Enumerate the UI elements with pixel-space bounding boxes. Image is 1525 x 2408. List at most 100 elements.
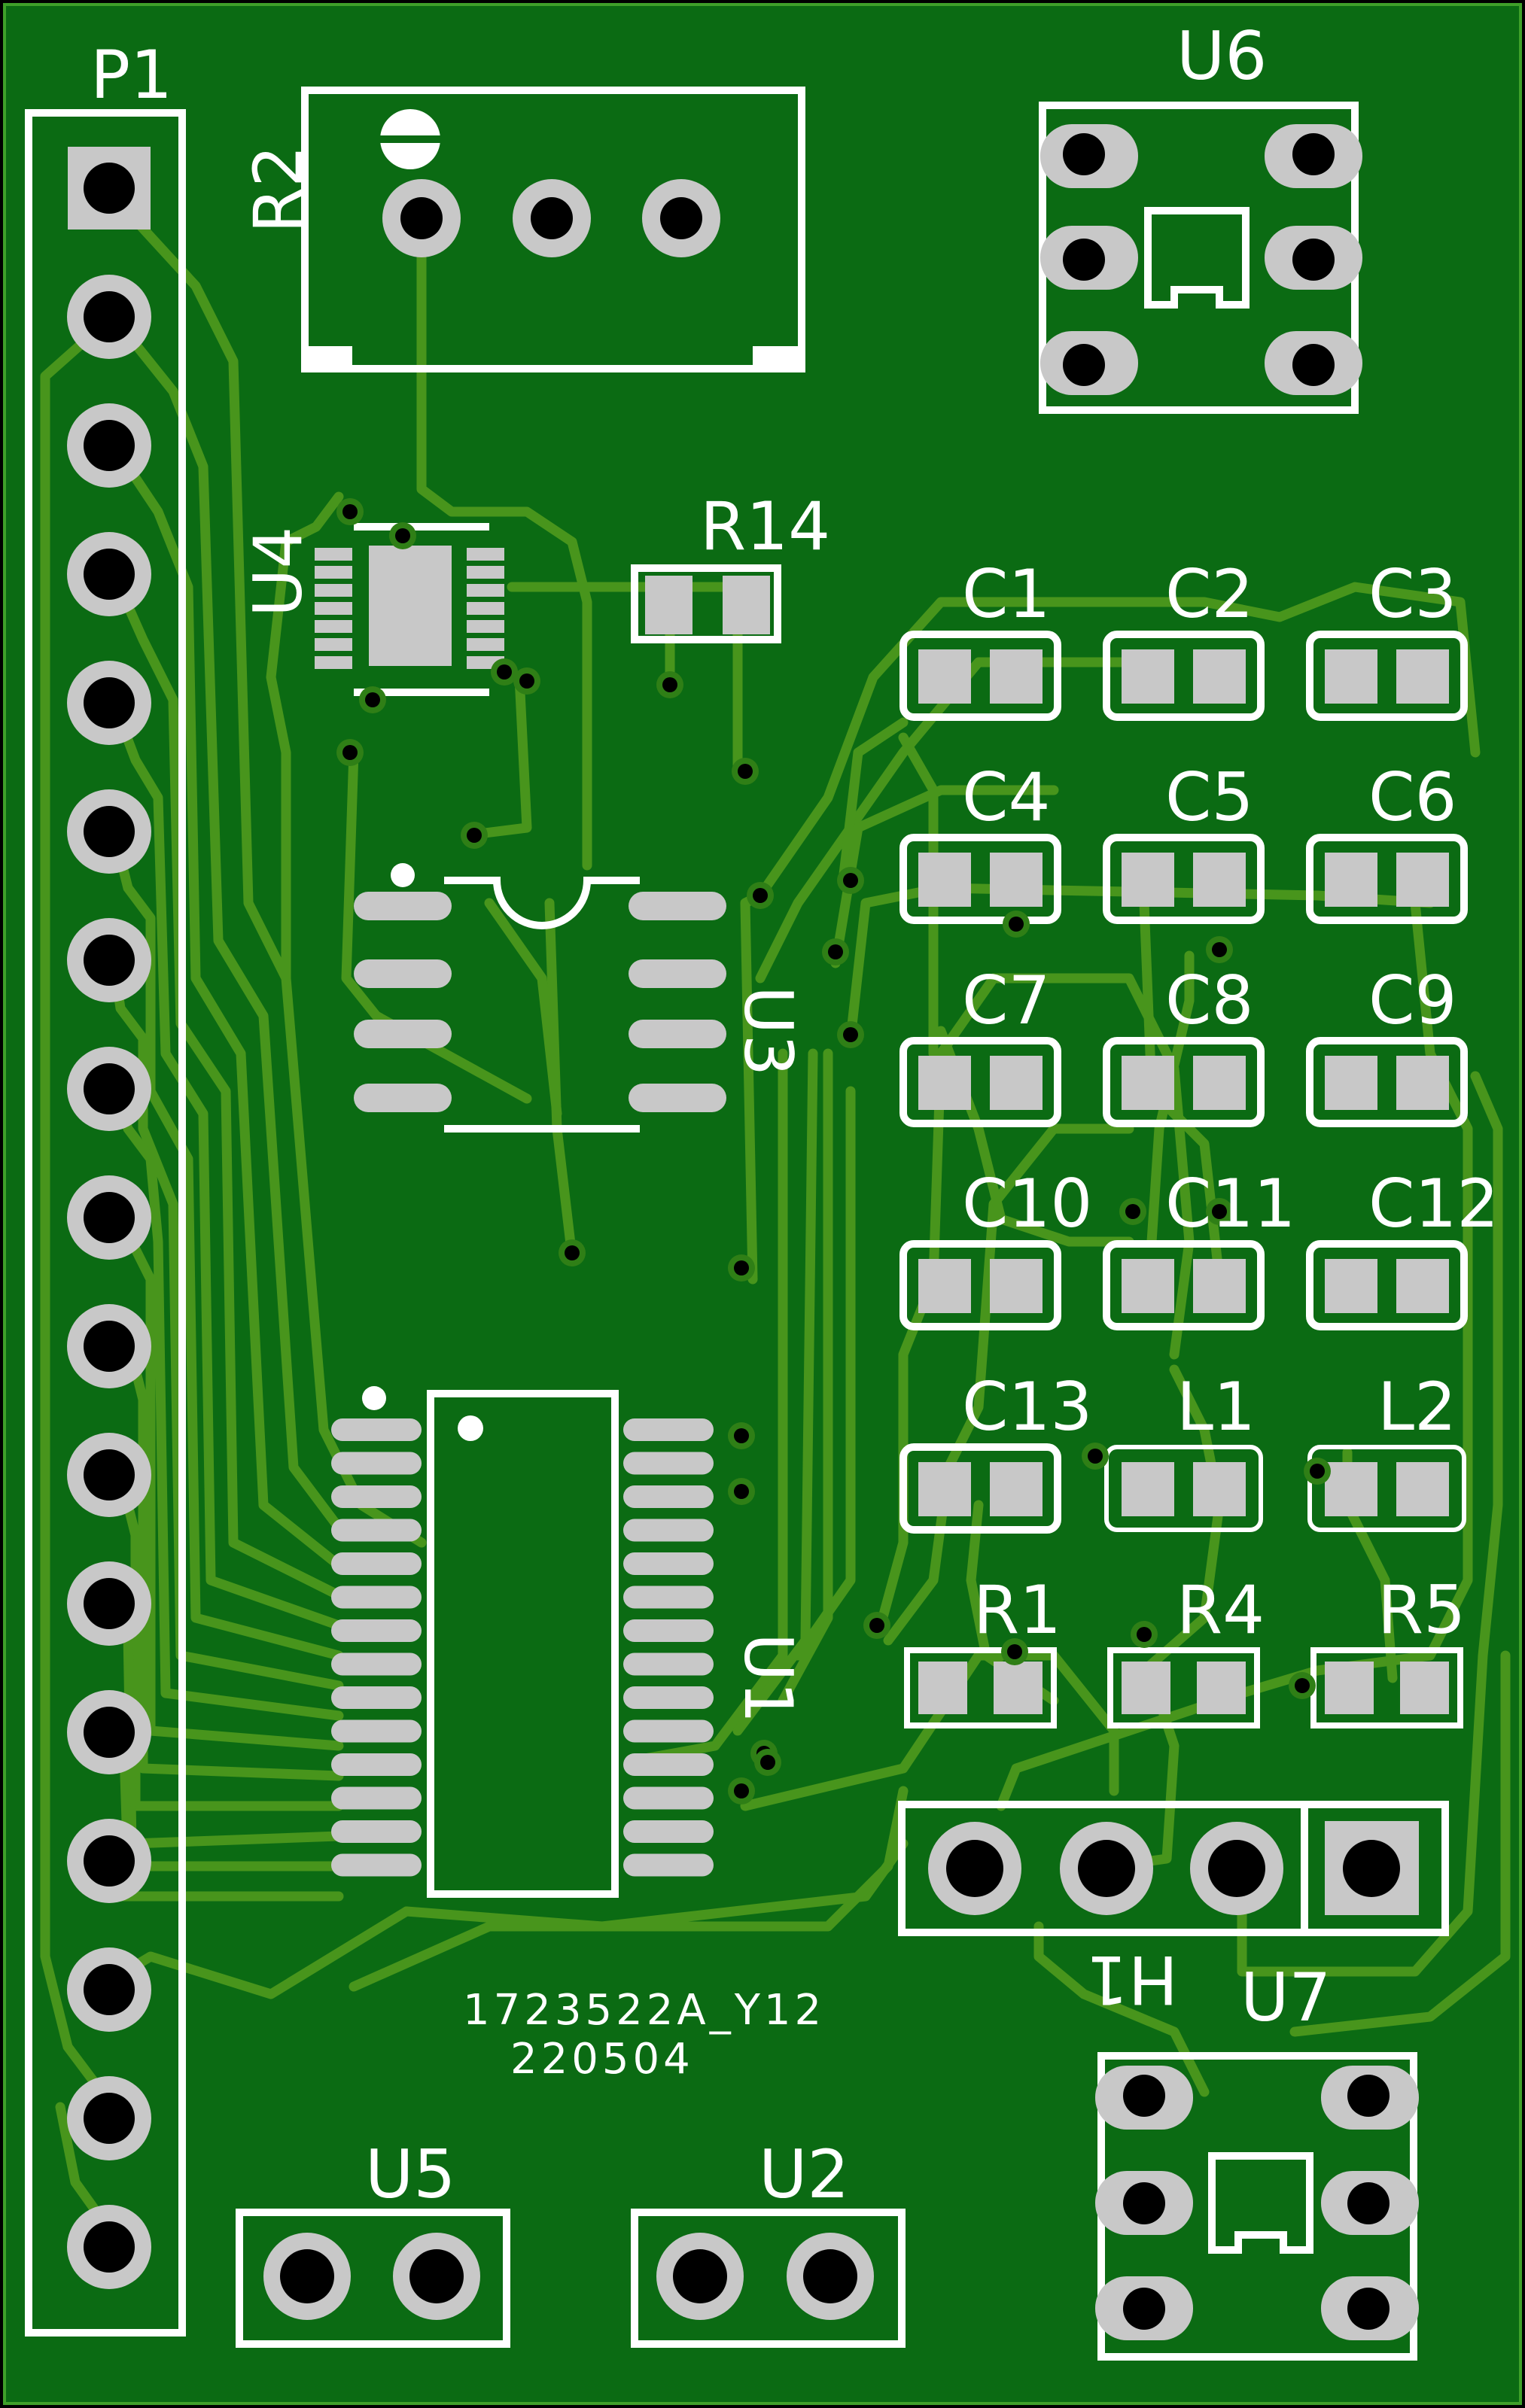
via	[837, 1021, 864, 1048]
u5-pads	[263, 2233, 480, 2320]
u1-pin	[623, 1552, 714, 1575]
resistor-footprint	[904, 1647, 1057, 1728]
r2-outline	[301, 87, 805, 372]
h1-pads	[928, 1821, 1419, 1915]
passive-footprint	[899, 1443, 1061, 1534]
via	[1119, 1198, 1146, 1225]
r2-pads	[382, 179, 720, 257]
board-id-line1: 1723522A_Y12	[463, 1986, 825, 2035]
r14-pads	[645, 576, 770, 634]
p1-pin	[68, 147, 151, 230]
vias	[336, 498, 1331, 1804]
u1-pin	[331, 1786, 422, 1810]
u1-pin	[623, 1753, 714, 1776]
p1-pin	[67, 1047, 151, 1131]
passive-footprint	[1103, 1037, 1265, 1127]
via	[513, 667, 540, 695]
u2-pads	[656, 2233, 874, 2320]
p1-pin	[67, 1947, 151, 2032]
via	[728, 1422, 755, 1449]
u1-pin	[331, 1485, 422, 1508]
passive-footprint	[1307, 1445, 1466, 1532]
passive-components	[899, 631, 1468, 1728]
label-r1: R1	[973, 1571, 1061, 1649]
label-p1: P1	[90, 36, 172, 114]
label-u3: U3	[729, 986, 807, 1076]
passive-footprint	[1306, 1240, 1468, 1330]
u1-pin	[331, 1853, 422, 1877]
label-r5: R5	[1377, 1571, 1466, 1649]
u3-outline	[444, 877, 640, 1133]
p1-pin	[67, 1304, 151, 1388]
via	[389, 522, 416, 549]
p1-pin	[67, 1819, 151, 1903]
label-c1: C1	[962, 555, 1050, 633]
passive-footprint	[1306, 834, 1468, 924]
resistor-footprint	[1310, 1647, 1463, 1728]
u1-pin	[623, 1686, 714, 1709]
label-c12: C12	[1368, 1165, 1499, 1242]
board-id-line2: 220504	[510, 2035, 694, 2084]
u1-pin	[623, 1452, 714, 1475]
u1-pads	[331, 1386, 714, 1877]
via	[336, 498, 364, 525]
h1-outline	[898, 1801, 1449, 1936]
passive-footprint	[1103, 1240, 1265, 1330]
label-l2: L2	[1377, 1368, 1457, 1446]
u1-pin	[331, 1519, 422, 1542]
p1-pin	[67, 403, 151, 488]
r14-outline	[631, 564, 781, 643]
passive-footprint	[1104, 1445, 1263, 1532]
passive-footprint	[1103, 834, 1265, 924]
via	[359, 686, 386, 713]
via	[1001, 1638, 1028, 1665]
u1-pin	[623, 1519, 714, 1542]
passive-footprint	[899, 1240, 1061, 1330]
u7-pads	[1095, 2066, 1419, 2340]
p1-outline	[25, 109, 186, 2337]
via	[822, 938, 849, 965]
label-c3: C3	[1368, 555, 1457, 633]
via	[1131, 1621, 1158, 1648]
via	[754, 1749, 781, 1776]
via	[863, 1612, 890, 1639]
label-c6: C6	[1368, 759, 1457, 836]
via	[728, 1478, 755, 1505]
p1-pin	[67, 275, 151, 359]
u1-pin	[623, 1418, 714, 1441]
u1-pin	[623, 1619, 714, 1642]
u1-pin	[623, 1586, 714, 1609]
u1-pin	[623, 1719, 714, 1743]
copper-traces	[40, 190, 1511, 2240]
via	[728, 1254, 755, 1282]
label-r14: R14	[700, 488, 830, 565]
label-r2: R2	[239, 145, 317, 233]
label-r4: R4	[1176, 1571, 1265, 1649]
u4-pads	[315, 546, 504, 669]
label-u7: U7	[1240, 1959, 1331, 2036]
via	[732, 758, 759, 785]
u1-pin	[331, 1452, 422, 1475]
p1-pin	[67, 1433, 151, 1517]
u1-pin	[331, 1552, 422, 1575]
u6-pads	[1040, 124, 1362, 395]
passive-footprint	[1306, 1037, 1468, 1127]
label-u2: U2	[759, 2136, 849, 2213]
label-c2: C2	[1165, 555, 1253, 633]
module-brackets	[1144, 207, 1313, 2254]
via	[1289, 1672, 1316, 1699]
via	[1206, 1198, 1233, 1225]
via	[1082, 1443, 1109, 1470]
label-h1: H1	[1086, 1941, 1178, 2018]
p1-pin	[67, 2205, 151, 2289]
u1-pin1-dot	[362, 1386, 386, 1410]
p1-pin	[67, 789, 151, 874]
u1-pin	[331, 1753, 422, 1776]
label-c8: C8	[1165, 962, 1253, 1039]
p1-header	[67, 147, 151, 2289]
label-c13: C13	[962, 1368, 1092, 1446]
via	[491, 658, 518, 686]
via	[1206, 936, 1233, 963]
u1-pin1-marker	[458, 1415, 483, 1441]
